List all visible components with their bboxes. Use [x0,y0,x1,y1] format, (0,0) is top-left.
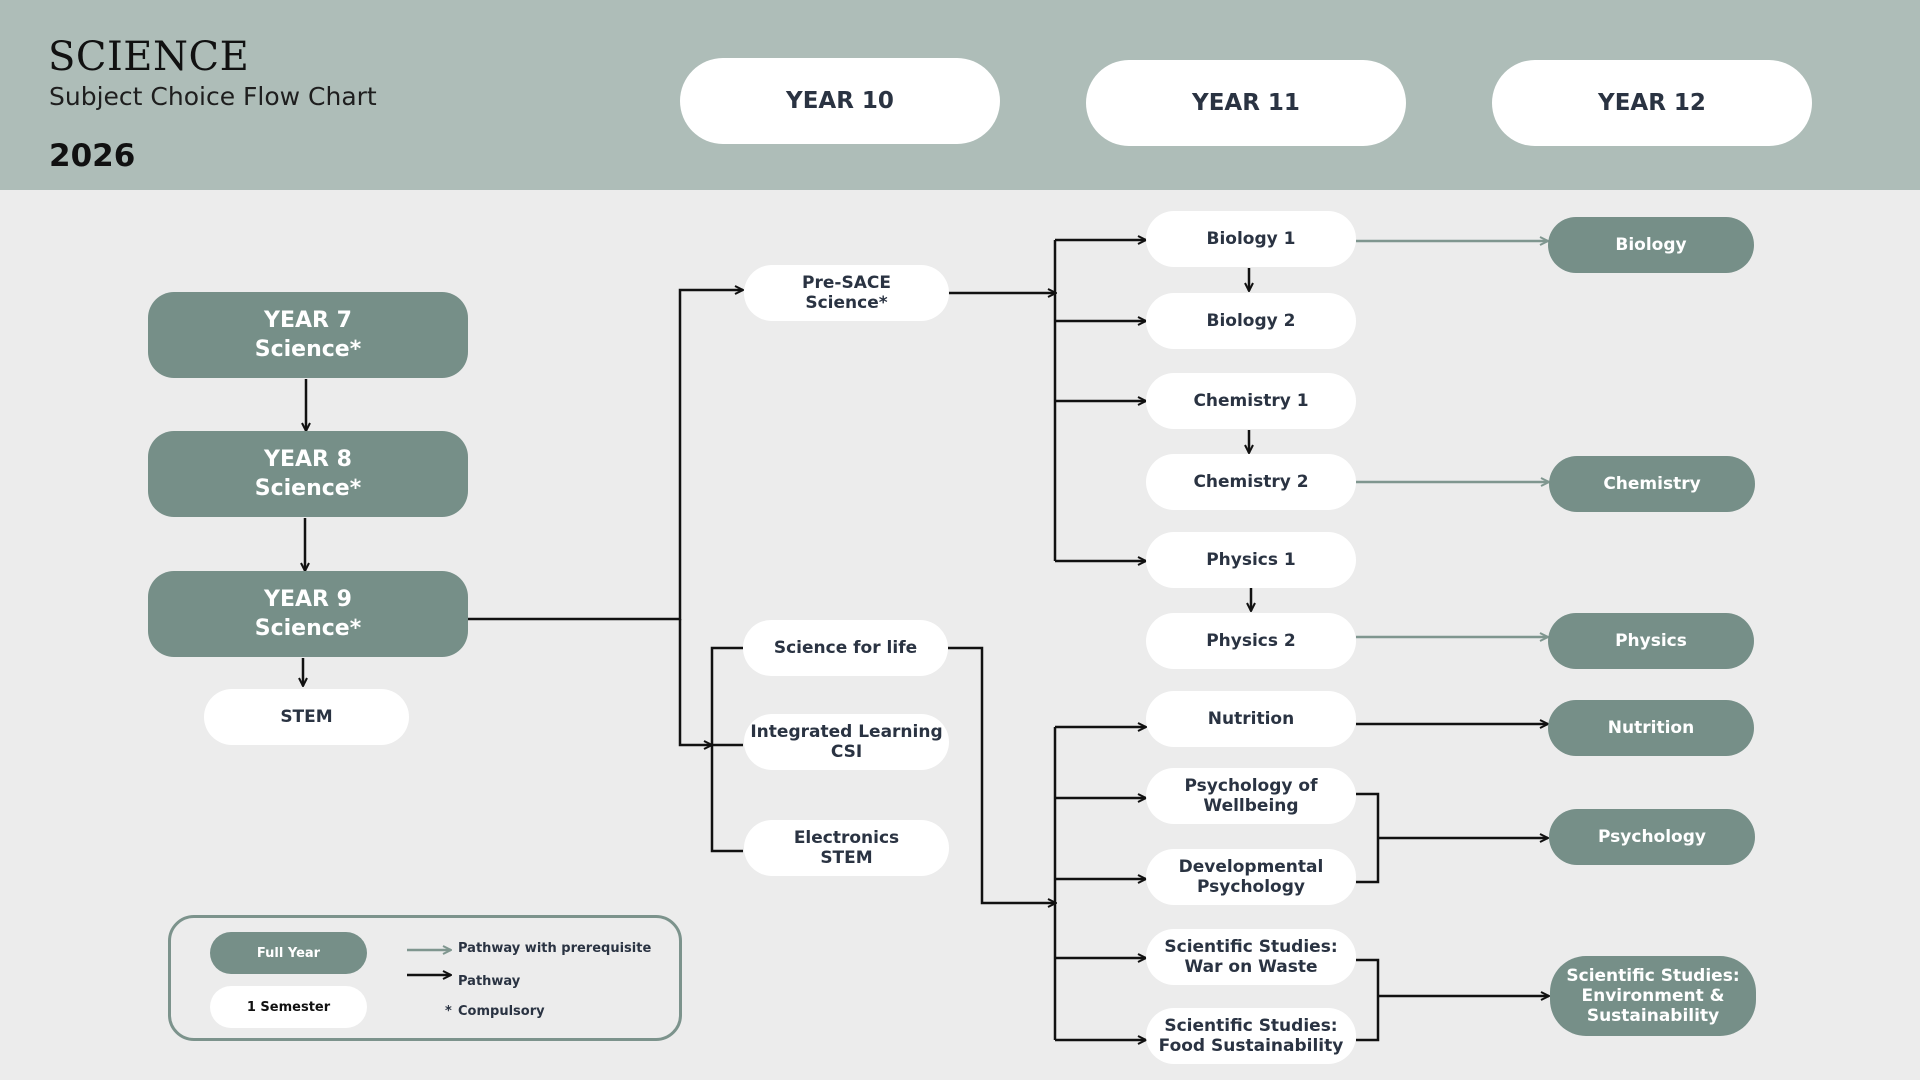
node-biology-2: Biology 2 [1146,293,1356,349]
scientific-studies-bracket [1356,958,1380,1042]
node-physics-1: Physics 1 [1146,532,1356,588]
column-header-year-12: YEAR 12 [1492,60,1812,146]
legend-full-year-swatch: Full Year [210,932,367,974]
node-nutrition: Nutrition [1146,691,1356,747]
legend-compulsory-label: Compulsory [458,1004,545,1019]
page-subtitle: Subject Choice Flow Chart [49,82,377,111]
node-year-7-science: YEAR 7 Science* [148,292,468,378]
node-food-sustainability: Scientific Studies: Food Sustainability [1146,1008,1356,1064]
page-title: SCIENCE [48,34,250,80]
node-war-on-waste: Scientific Studies: War on Waste [1146,929,1356,985]
node-pre-sace-science: Pre-SACE Science* [744,265,949,321]
node-y12-scientific-studies: Scientific Studies: Environment & Sustai… [1550,956,1756,1036]
arrow-year9-to-presace [468,290,743,621]
node-physics-2: Physics 2 [1146,613,1356,669]
arrow-electives-to-trunk [948,646,1056,903]
node-chemistry-1: Chemistry 1 [1146,373,1356,429]
node-y12-nutrition: Nutrition [1548,700,1754,756]
electives-bracket [710,646,743,853]
node-chemistry-2: Chemistry 2 [1146,454,1356,510]
node-y12-physics: Physics [1548,613,1754,669]
node-electronics-stem: Electronics STEM [744,820,949,876]
node-stem: STEM [204,689,409,745]
legend: Full Year 1 Semester Pathway with prereq… [168,915,682,1041]
node-y12-chemistry: Chemistry [1549,456,1755,512]
year-label: 2026 [49,138,136,174]
node-psychology-of-wellbeing: Psychology of Wellbeing [1146,768,1356,824]
node-y12-biology: Biology [1548,217,1754,273]
header-band: SCIENCE Subject Choice Flow Chart 2026 Y… [0,0,1920,190]
node-developmental-psychology: Developmental Psychology [1146,849,1356,905]
legend-prereq-label: Pathway with prerequisite [458,941,652,956]
node-year-9-science: YEAR 9 Science* [148,571,468,657]
node-integrated-learning-csi: Integrated Learning CSI [744,714,949,770]
legend-compulsory-mark: * [445,1004,452,1019]
legend-pathway-label: Pathway [458,974,521,989]
node-year-8-science: YEAR 8 Science* [148,431,468,517]
node-science-for-life: Science for life [743,620,948,676]
legend-arrows [407,942,453,982]
column-header-year-10: YEAR 10 [680,58,1000,144]
column-header-year-11: YEAR 11 [1086,60,1406,146]
node-y12-psychology: Psychology [1549,809,1755,865]
node-biology-1: Biology 1 [1146,211,1356,267]
legend-semester-swatch: 1 Semester [210,986,367,1028]
psychology-bracket [1356,792,1380,884]
arrow-year9-to-electives [678,619,712,745]
